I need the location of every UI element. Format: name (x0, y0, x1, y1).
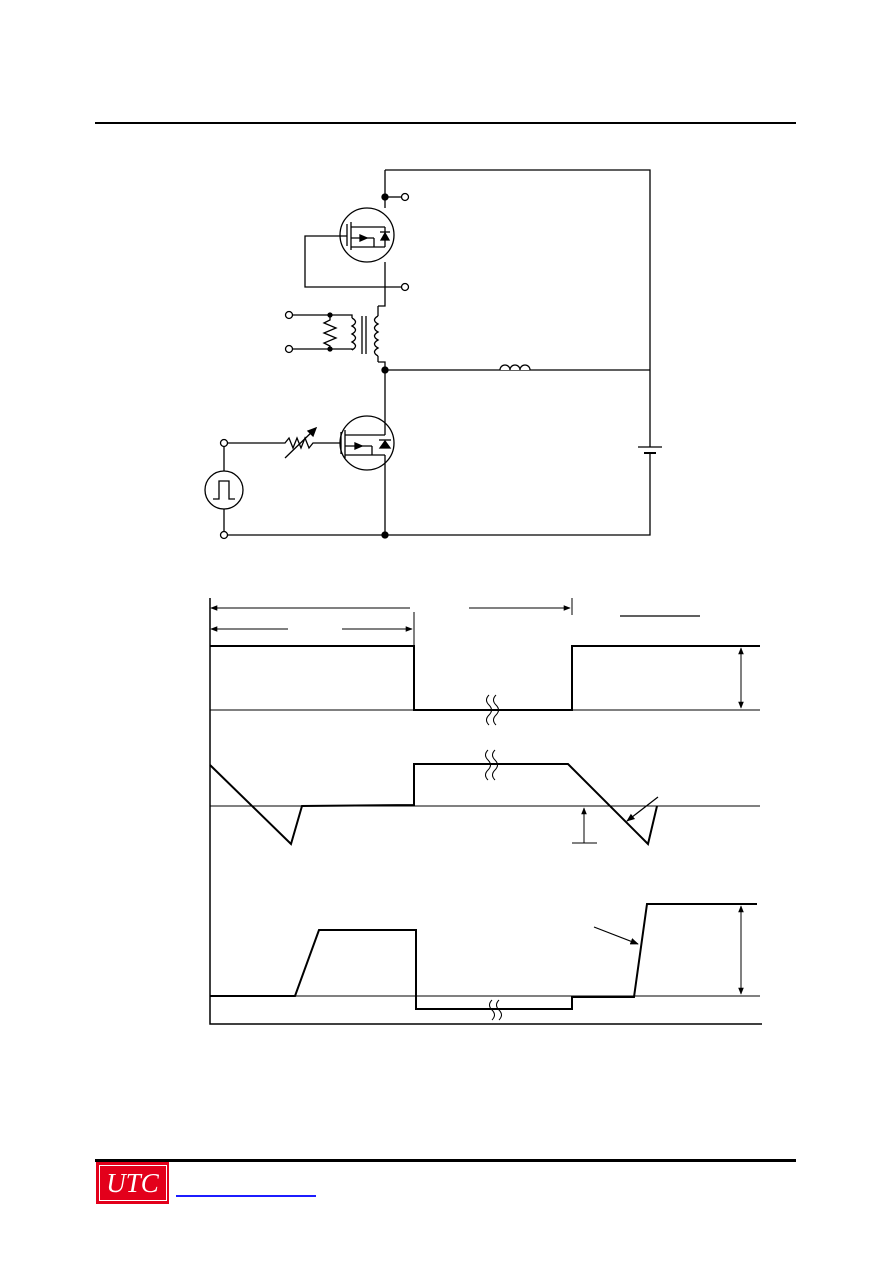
battery-icon (638, 446, 662, 454)
lower-mosfet-icon (339, 415, 395, 473)
footer-rule (95, 1159, 796, 1162)
gate-break-right (493, 694, 499, 726)
node-mid (381, 366, 389, 374)
variable-resistor-icon (228, 426, 341, 459)
terminal-ground (219, 530, 229, 540)
circuit-wire-transformer (378, 361, 386, 418)
header-rule (95, 122, 796, 124)
current-waveform (209, 763, 658, 846)
utc-logo-icon: UTC (96, 1162, 169, 1204)
circuit-wire-top (385, 169, 651, 447)
current-break-right (492, 749, 498, 781)
dv-dt-pointer (593, 926, 639, 945)
circuit-wire-right-bottom (224, 453, 651, 536)
voltage-break-right (496, 999, 502, 1021)
di-dt-pointer (626, 796, 659, 822)
current-break-left (485, 749, 491, 781)
transformer-icon (289, 306, 380, 362)
logo-text: UTC (106, 1167, 159, 1198)
terminal-source-sense (400, 282, 410, 292)
gate-waveform (210, 645, 760, 711)
terminal-drain (400, 192, 410, 202)
gate-break-left (486, 694, 492, 726)
footer-link[interactable] (176, 1195, 316, 1197)
upper-mosfet-icon (304, 207, 401, 288)
circuit-wire-mid (378, 262, 386, 307)
voltage-break-left (489, 999, 495, 1021)
terminal-gate-drive (219, 438, 229, 448)
voltage-waveform (210, 903, 757, 1010)
waveform-diagram (209, 598, 762, 1025)
terminal-gate-a (284, 310, 294, 320)
waveform-frame (209, 598, 762, 1025)
pulse-generator-icon (204, 447, 244, 531)
test-circuit (204, 169, 662, 540)
node-top (381, 193, 389, 201)
node-bottom (381, 531, 389, 539)
terminal-gate-b (284, 344, 294, 354)
inductor-icon (499, 364, 531, 371)
